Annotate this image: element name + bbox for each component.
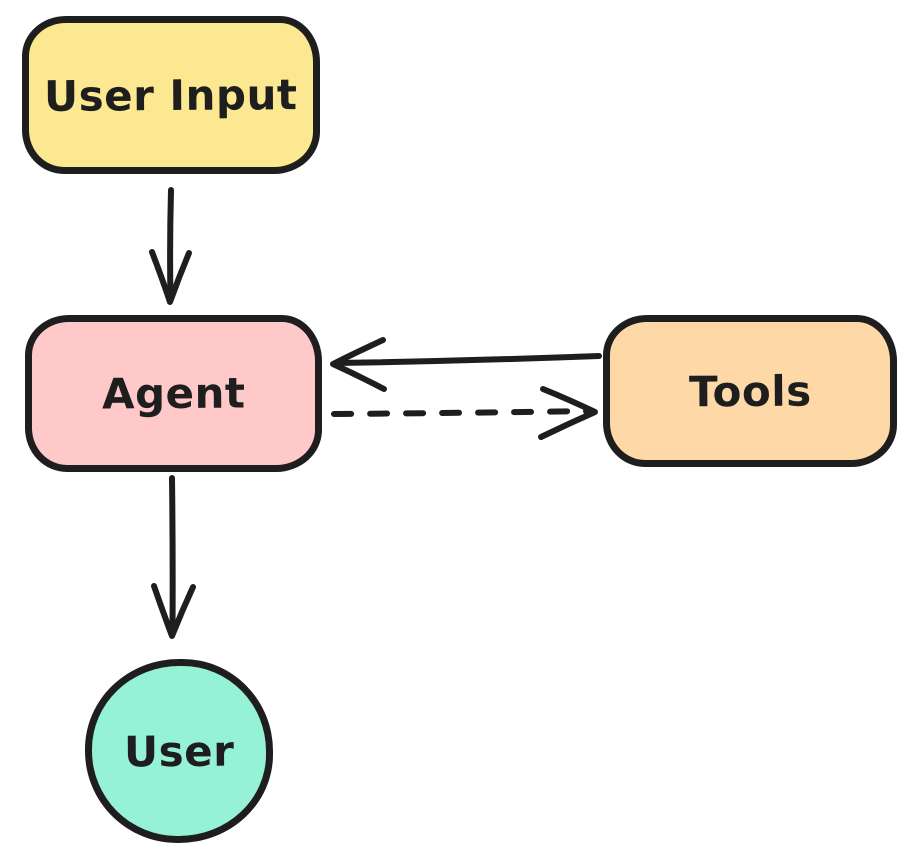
edge-arrowhead-down-icon xyxy=(149,249,192,305)
edge-arrowhead-down-icon xyxy=(151,583,196,639)
node-user-input-label: User Input xyxy=(44,69,298,121)
node-agent-label: Agent xyxy=(101,368,246,419)
edge-user-input-to-agent xyxy=(149,187,192,305)
edge-agent-to-tools xyxy=(331,386,598,440)
node-tools: Tools xyxy=(603,315,897,467)
node-user-input: User Input xyxy=(22,16,320,174)
edge-line xyxy=(333,353,602,366)
edge-tools-to-agent xyxy=(330,337,602,392)
edge-line xyxy=(169,475,176,635)
node-user-label: User xyxy=(123,726,235,776)
edge-arrowhead-right-icon xyxy=(538,386,598,440)
node-agent: Agent xyxy=(25,315,322,472)
node-user: User xyxy=(85,659,273,843)
edge-line xyxy=(167,187,174,302)
edge-arrowhead-left-icon xyxy=(330,337,387,392)
node-tools-label: Tools xyxy=(688,366,812,416)
edge-line-dashed xyxy=(331,408,591,417)
edge-agent-to-user xyxy=(151,475,196,639)
